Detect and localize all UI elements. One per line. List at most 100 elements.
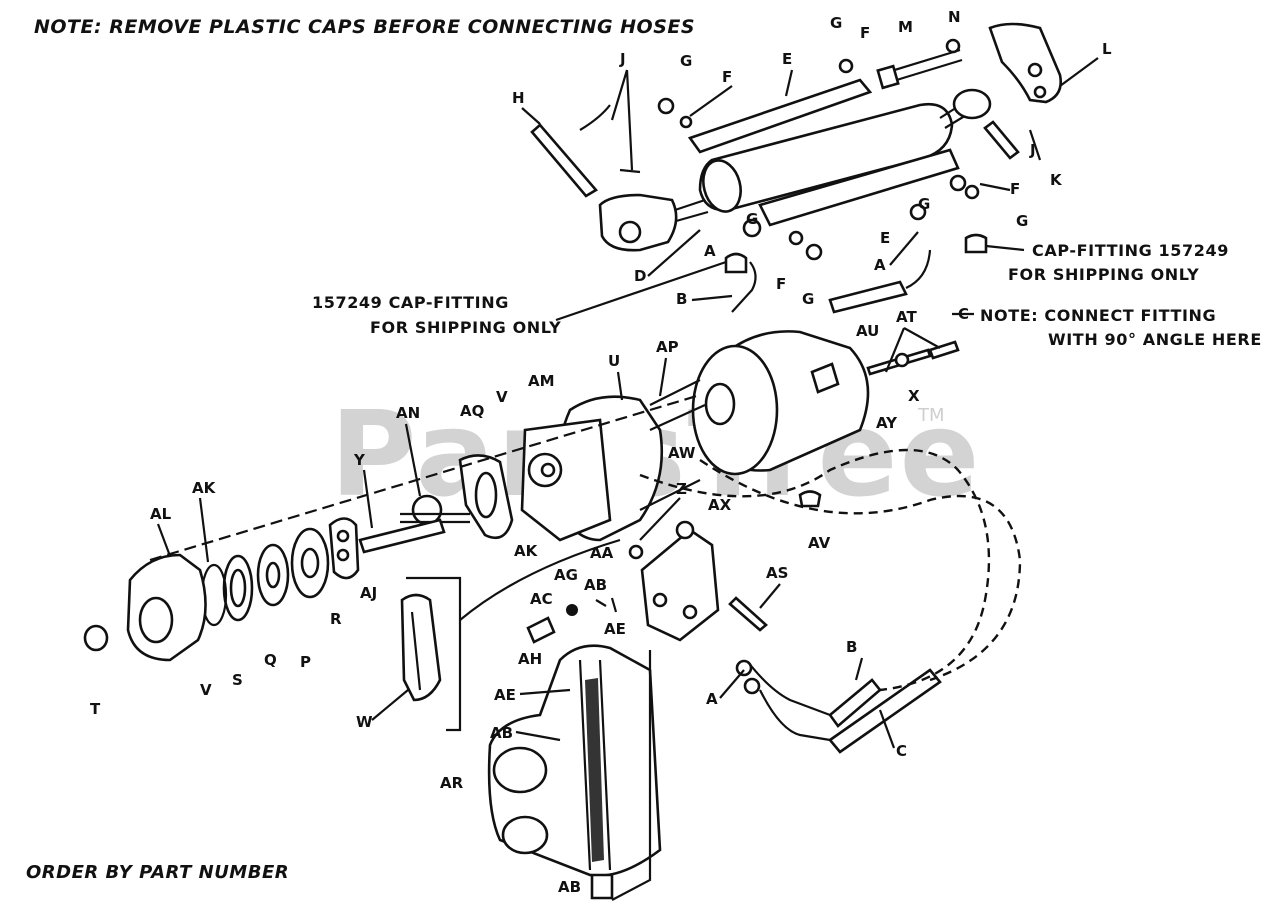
bracket-lower	[758, 148, 960, 227]
callout-au: AU	[856, 322, 879, 340]
rotor-p	[290, 527, 330, 599]
callout-an: AN	[396, 404, 420, 422]
pin-h	[530, 123, 598, 198]
callout-a-2: A	[704, 242, 716, 260]
cap-fitting-right-line2: FOR SHIPPING ONLY	[1008, 265, 1200, 284]
callout-x: X	[908, 387, 920, 405]
callout-g-4: G	[918, 195, 930, 213]
callout-ax: AX	[708, 496, 732, 514]
callout-g-3: G	[1016, 212, 1028, 230]
callout-ak-1: AK	[192, 479, 217, 497]
callout-g-6: G	[802, 290, 814, 308]
clip-j-left	[579, 104, 641, 174]
callout-n: N	[948, 8, 961, 26]
callout-j-top: J	[619, 50, 626, 68]
callout-c-1: C	[958, 305, 969, 323]
callout-aj: AJ	[360, 584, 377, 602]
callout-z: Z	[676, 480, 687, 498]
callout-ab-2: AB	[490, 724, 513, 742]
callout-v-1: V	[496, 388, 508, 406]
callout-b-2: B	[846, 638, 857, 656]
callout-y: Y	[353, 451, 366, 469]
connect-note-line1: NOTE: CONNECT FITTING	[980, 306, 1217, 325]
callout-as: AS	[766, 564, 788, 582]
callout-am: AM	[528, 372, 555, 390]
callout-e-2: E	[880, 229, 890, 247]
callout-ab-1: AB	[584, 576, 607, 594]
bracket-ar	[406, 576, 462, 732]
callout-ae-1: AE	[604, 620, 626, 638]
callout-at: AT	[896, 308, 917, 326]
callout-h: H	[512, 89, 525, 107]
callout-f-2: F	[860, 24, 870, 42]
bracket-l	[988, 22, 1062, 104]
small-parts	[526, 340, 960, 644]
callout-b-1: B	[676, 290, 687, 308]
callout-u: U	[608, 352, 620, 370]
callout-aw: AW	[668, 444, 696, 462]
callout-t: T	[90, 700, 101, 718]
callout-e-1: E	[782, 50, 792, 68]
hose-route-dashed-1	[639, 448, 991, 692]
ring-q	[256, 543, 290, 607]
callout-p: P	[300, 653, 311, 671]
watermark-trademark: TM	[918, 405, 945, 426]
callout-a-1: A	[874, 256, 886, 274]
callout-av: AV	[808, 534, 831, 552]
callout-ap: AP	[656, 338, 679, 356]
connect-note-line2: WITH 90° ANGLE HERE	[1048, 330, 1262, 349]
control-valve-cutaway	[487, 644, 662, 900]
hydraulic-cylinder	[598, 48, 992, 252]
shaft-aj	[358, 518, 446, 554]
detail-link-line	[459, 538, 621, 621]
fittings-upper	[724, 203, 988, 314]
callout-w: W	[356, 713, 373, 731]
callout-g-1: G	[680, 52, 692, 70]
callout-d: D	[634, 267, 646, 285]
plate-r	[328, 517, 360, 580]
callout-r: R	[330, 610, 342, 628]
cap-fitting-left-line2: FOR SHIPPING ONLY	[370, 318, 562, 337]
callout-f-1: F	[722, 68, 732, 86]
callout-ay: AY	[876, 414, 898, 432]
valve-body-z	[640, 520, 720, 642]
callout-f-4: F	[776, 275, 786, 293]
valve-detail-w	[400, 593, 442, 702]
callout-ak-2: AK	[514, 542, 539, 560]
callout-v-2: V	[200, 681, 212, 699]
leader-cap-right	[985, 244, 1025, 252]
callout-f-3: F	[1010, 180, 1020, 198]
callout-g-5: G	[746, 210, 758, 228]
callout-aa: AA	[590, 544, 614, 562]
assembly-axis	[149, 393, 701, 562]
callout-g-2: G	[830, 14, 842, 32]
motor-housing-ay	[691, 330, 870, 476]
end-cap-al	[126, 553, 207, 662]
callout-l: L	[1102, 40, 1112, 58]
callout-ae-2: AE	[494, 686, 516, 704]
hose-route-dashed-2	[699, 459, 1022, 682]
callout-ac: AC	[530, 590, 553, 608]
hoses-bc	[735, 659, 942, 754]
callout-j-right: J	[1029, 141, 1036, 159]
order-note: ORDER BY PART NUMBER	[26, 862, 290, 883]
callout-ab-3: AB	[558, 878, 581, 896]
bracket-upper	[687, 78, 873, 154]
callout-ah: AH	[518, 650, 542, 668]
top-note: NOTE: REMOVE PLASTIC CAPS BEFORE CONNECT…	[34, 16, 696, 38]
callout-leaders	[156, 57, 1099, 749]
cutaway-bracket	[611, 650, 652, 901]
callout-a-3: A	[706, 690, 718, 708]
callout-ar: AR	[440, 774, 464, 792]
gear-an	[400, 494, 470, 526]
callout-q: Q	[264, 651, 277, 669]
cap-fitting-right-line1: CAP-FITTING 157249	[1032, 241, 1229, 260]
washer-t	[83, 624, 109, 652]
callout-ag: AG	[554, 566, 578, 584]
callout-c-2: C	[896, 742, 907, 760]
cap-fitting-left-line1: 157249 CAP-FITTING	[312, 293, 509, 312]
seal-s	[222, 554, 254, 622]
callout-labels: J H G F E G F M N L J K F G E G A G A D …	[90, 8, 1112, 896]
callout-al: AL	[150, 505, 172, 523]
